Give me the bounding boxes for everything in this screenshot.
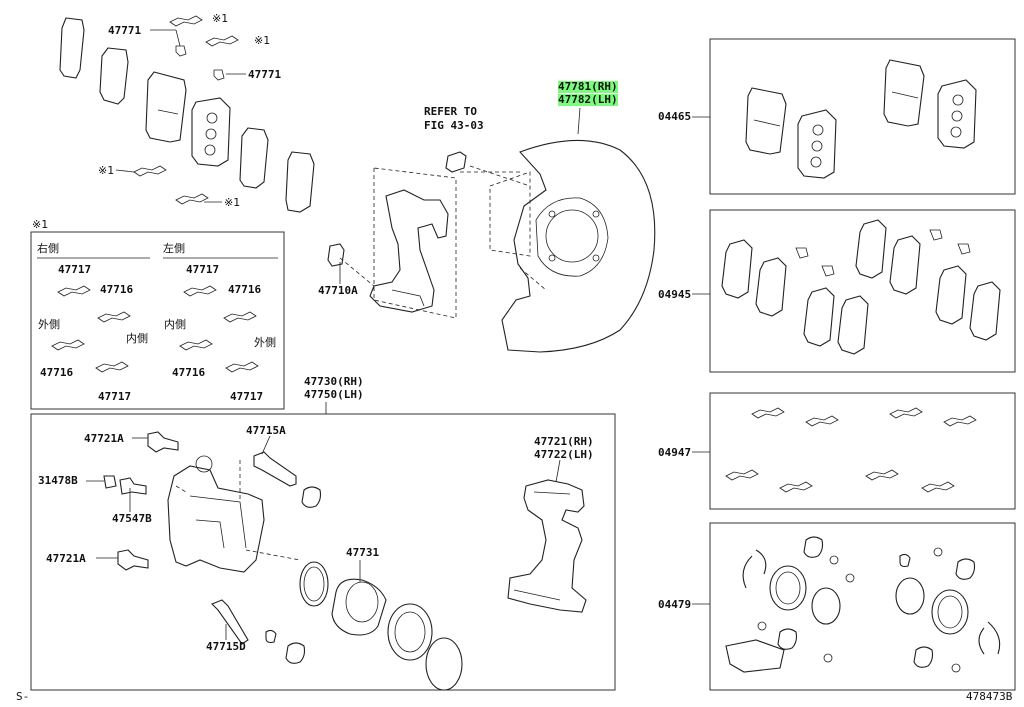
- caliper-frame: [30, 413, 616, 691]
- refer-to-text: REFER TO: [424, 105, 477, 118]
- refer-fig-text: FIG 43-03: [424, 119, 484, 132]
- label-47717-c: 47717: [98, 390, 132, 403]
- label-47716-c: 47716: [40, 366, 74, 379]
- caliper-assembly: [103, 431, 463, 691]
- label-47771-top: 47771: [108, 24, 142, 37]
- label-47721A-top: 47721A: [84, 432, 124, 445]
- legend-frame: [30, 231, 285, 410]
- label-47722-lh: 47722(LH): [534, 448, 594, 461]
- label-47782-lh: 47782(LH): [558, 93, 618, 106]
- label-47721A-bottom: 47721A: [46, 552, 86, 565]
- label-47710A: 47710A: [318, 284, 358, 297]
- label-04945: 04945: [658, 288, 692, 301]
- label-47715A: 47715A: [246, 424, 286, 437]
- label-47715D: 47715D: [206, 640, 246, 653]
- note-mark-1d: ※1: [224, 196, 241, 209]
- label-04479: 04479: [658, 598, 692, 611]
- label-31478B: 31478B: [38, 474, 78, 487]
- label-47717-d: 47717: [230, 390, 264, 403]
- kit-04947-shims: [725, 407, 977, 493]
- label-47750-lh: 47750(LH): [304, 388, 364, 401]
- label-47716-d: 47716: [172, 366, 206, 379]
- kit-04945-frame: [709, 209, 1016, 373]
- legend-shims: [51, 285, 259, 373]
- note-mark-1b: ※1: [254, 34, 271, 47]
- note-mark-1a: ※1: [212, 12, 229, 25]
- label-47717-b: 47717: [186, 263, 220, 276]
- kit-04465-pads: [745, 59, 977, 179]
- figure-number: 478473B: [966, 690, 1013, 703]
- legend-right-side: 右側: [37, 242, 59, 255]
- legend-inner-a: 内側: [126, 332, 148, 345]
- note-mark-1c: ※1: [98, 164, 115, 177]
- kit-04479-frame: [709, 522, 1016, 691]
- label-04465: 04465: [658, 110, 692, 123]
- caliper-mount: [327, 151, 531, 319]
- dust-shield: [489, 139, 656, 353]
- label-47731: 47731: [346, 546, 380, 559]
- caliper-bracket: [507, 479, 587, 613]
- label-47781-rh: 47781(RH): [558, 80, 618, 93]
- label-47716-a: 47716: [100, 283, 134, 296]
- kit-04947-frame: [709, 392, 1016, 510]
- legend-mark-1: ※1: [32, 218, 49, 231]
- label-04947: 04947: [658, 446, 692, 459]
- pad-shims-top-left: [59, 15, 315, 213]
- kit-04945-shims: [721, 219, 1001, 355]
- label-47771-mid: 47771: [248, 68, 282, 81]
- footer-prefix: S-: [16, 690, 30, 703]
- label-47547B: 47547B: [112, 512, 152, 525]
- label-47716-b: 47716: [228, 283, 262, 296]
- label-47721-rh: 47721(RH): [534, 435, 594, 448]
- legend-outer-a: 外側: [38, 318, 60, 331]
- legend-outer-b: 外側: [254, 336, 276, 349]
- label-47730-rh: 47730(RH): [304, 375, 364, 388]
- legend-inner-b: 内側: [164, 318, 186, 331]
- kit-04465-frame: [709, 38, 1016, 195]
- legend-left-side: 左側: [163, 242, 185, 255]
- kit-04479-seals: [725, 536, 1001, 673]
- label-47717-a: 47717: [58, 263, 92, 276]
